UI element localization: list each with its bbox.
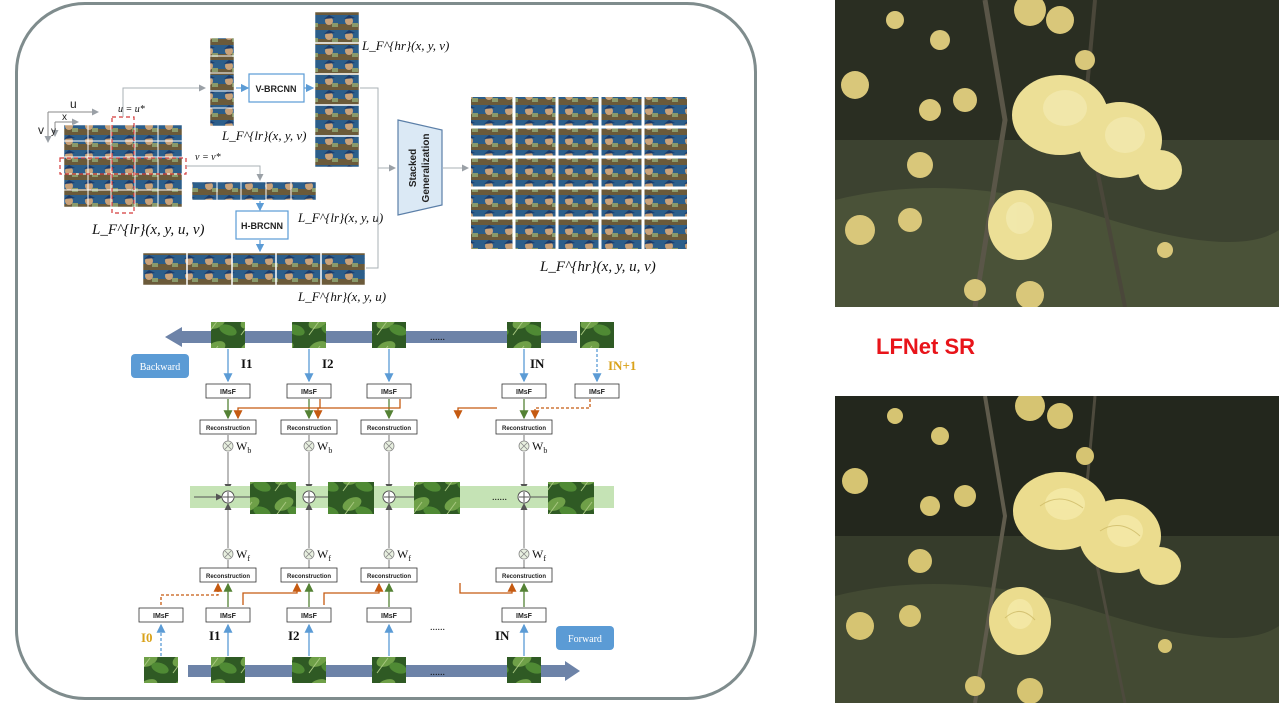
axis-x-label: x — [62, 112, 67, 123]
stacked-gen-line1: Stacked — [408, 149, 419, 187]
output-lf-label: L_F^{hr}(x, y, u, v) — [539, 259, 656, 275]
recon-top-1: Reconstruction — [206, 426, 250, 432]
frame-top-1 — [211, 322, 245, 348]
fused-frame-n — [548, 482, 594, 514]
recon-top-n: Reconstruction — [502, 426, 546, 432]
h-brcnn-box — [235, 210, 289, 240]
wb-label-2: Wb — [317, 439, 332, 455]
backward-arrow — [165, 327, 577, 347]
axis-v-label: v — [38, 123, 44, 137]
wf-label-2: Wf — [317, 547, 331, 563]
imsf-top-2: IMsF — [301, 389, 318, 396]
imsf-top-n: IMsF — [516, 389, 533, 396]
frame-bottom-2 — [292, 657, 326, 683]
frame-bottom-0 — [144, 657, 178, 683]
axis-u-label: u — [70, 97, 77, 111]
recon-top-3: Reconstruction — [367, 426, 411, 432]
frame-bottom-1 — [211, 657, 245, 683]
imsf-top-1: IMsF — [220, 389, 237, 396]
imsf-bottom-2: IMsF — [301, 613, 318, 620]
frame-bottom-n-label: IN — [495, 628, 510, 643]
band-ellipsis: ...... — [492, 492, 507, 503]
recon-bottom-1: Reconstruction — [206, 574, 250, 580]
imsf-top-n1: IMsF — [589, 389, 606, 396]
fused-frame-2 — [328, 482, 374, 514]
uv-axes — [44, 108, 99, 143]
frame-top-3 — [372, 322, 406, 348]
wf-label-3: Wf — [397, 547, 411, 563]
frame-bottom-2-label: I2 — [288, 628, 300, 643]
imsf-top-row — [205, 383, 620, 399]
h-hr-stack — [142, 252, 366, 286]
v-hr-label: L_F^{hr}(x, y, v) — [361, 38, 449, 53]
wb-multipliers — [222, 440, 530, 452]
u-equals-label: u = u* — [118, 104, 145, 115]
v-brcnn-label: V-BRCNN — [255, 84, 296, 94]
bottom-mid-ellipsis: ...... — [430, 622, 445, 633]
to-h-stack-arrow — [186, 165, 264, 181]
frame-bottom-0-label: I0 — [141, 630, 153, 645]
frame-top-2-label: I2 — [322, 356, 334, 371]
recon-top-2: Reconstruction — [287, 426, 331, 432]
stacked-generalization-block — [397, 119, 443, 216]
recon-bottom-3: Reconstruction — [367, 574, 411, 580]
top-diagram: u v x y u = u* v = v* L_F^{lr}(x, y, u, … — [38, 11, 687, 304]
backward-label-box — [131, 354, 189, 378]
fused-frame-3 — [414, 482, 460, 514]
frame-top-n-label: IN — [530, 356, 545, 371]
v-brcnn-box — [248, 73, 305, 103]
frame-top-n1-label: IN+1 — [608, 358, 636, 373]
forward-label-box — [556, 626, 614, 650]
imsf-bottom-1: IMsF — [220, 613, 237, 620]
wf-label-n: Wf — [532, 547, 546, 563]
axis-y-label: y — [51, 126, 56, 137]
v-hr-stack — [314, 11, 360, 168]
bottom-diagram: Backward ...... I1 I2 IN IN+1 IMsF — [131, 322, 636, 683]
to-v-stack-arrow — [122, 84, 206, 117]
frame-bottom-n — [507, 657, 541, 683]
output-grid-lines — [471, 97, 687, 249]
frame-bottom-3 — [372, 657, 406, 683]
bottom-ellipsis: ...... — [430, 667, 445, 678]
h-brcnn-label: H-BRCNN — [241, 221, 283, 231]
input-light-field-grid — [63, 124, 183, 208]
v-lr-stack — [209, 37, 235, 127]
recon-bottom-n: Reconstruction — [502, 574, 546, 580]
reconstruction-top-row — [199, 419, 553, 435]
frame-top-2 — [292, 322, 326, 348]
imsf-bottom-row — [138, 607, 547, 623]
recon-bottom-2: Reconstruction — [287, 574, 331, 580]
imsf-bottom-n: IMsF — [516, 613, 533, 620]
output-light-field-grid — [471, 97, 687, 249]
imsf-bottom-3: IMsF — [381, 613, 398, 620]
sr-flower-photo — [835, 396, 1279, 703]
input-lf-label: L_F^{lr}(x, y, u, v) — [91, 222, 204, 238]
h-lr-label: L_F^{lr}(x, y, u) — [297, 210, 383, 225]
reconstruction-bottom-row — [199, 567, 553, 583]
fused-frame-1 — [250, 482, 296, 514]
lfnet-sr-caption: LFNet SR — [876, 334, 975, 359]
forward-label: Forward — [568, 634, 602, 645]
imsf-bottom-0: IMsF — [153, 613, 170, 620]
stacked-gen-line2: Generalization — [421, 134, 432, 203]
frame-top-1-label: I1 — [241, 356, 253, 371]
frame-top-n1 — [580, 322, 614, 348]
v-lr-label: L_F^{lr}(x, y, v) — [221, 128, 306, 143]
imsf-top-3: IMsF — [381, 389, 398, 396]
h-hr-label: L_F^{hr}(x, y, u) — [297, 289, 386, 304]
h-lr-stack — [191, 181, 317, 201]
v-equals-label: v = v* — [195, 152, 221, 163]
frame-top-n — [507, 322, 541, 348]
wf-multipliers — [222, 548, 530, 560]
frame-bottom-1-label: I1 — [209, 628, 221, 643]
lr-flower-photo — [835, 0, 1279, 307]
wb-label-1: Wb — [236, 439, 251, 455]
wf-label-1: Wf — [236, 547, 250, 563]
top-ellipsis: ...... — [430, 332, 445, 343]
wb-label-n: Wb — [532, 439, 547, 455]
backward-label: Backward — [140, 362, 181, 373]
